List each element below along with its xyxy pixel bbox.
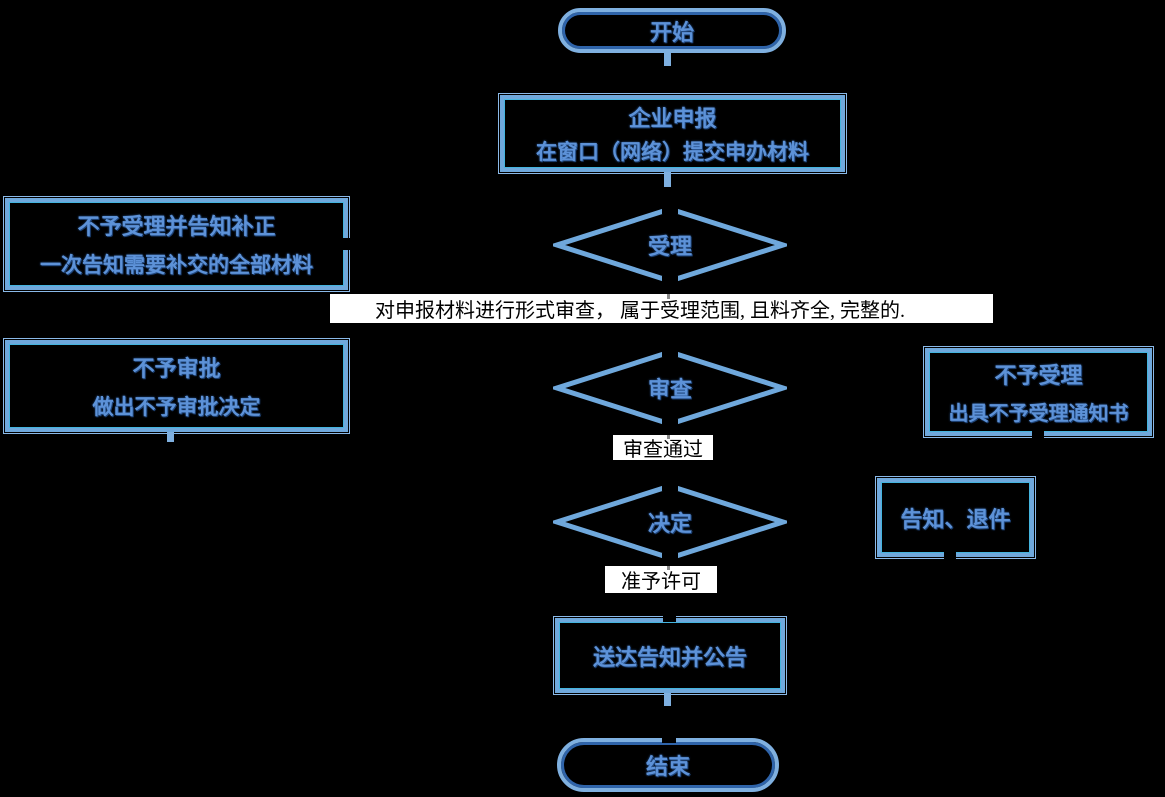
start-terminator: 开始 (558, 8, 786, 53)
no-approve-box: 不予审批 做出不予审批决定 (5, 340, 348, 432)
accept-note-strip: 对申报材料进行形式审查， 属于受理范围, 且料齐全, 完整的. (330, 294, 993, 323)
review-pass-text: 审查通过 (623, 439, 703, 461)
no-approve-line1: 不予审批 (132, 356, 221, 382)
notify-return-bottom-notch (944, 551, 956, 563)
review-pass-strip: 审查通过 (613, 435, 713, 461)
review-diamond: 审查 (548, 348, 792, 428)
no-accept-line1: 不予受理 (994, 363, 1083, 389)
reject-correct-line1: 不予受理并告知补正 (77, 214, 276, 240)
start-label: 开始 (649, 19, 694, 45)
deliver-box: 送达告知并公告 (555, 618, 785, 693)
decide-diamond-shape (548, 482, 792, 562)
end-label: 结束 (645, 754, 690, 779)
connector-tick (667, 566, 670, 570)
connector-start-declare (664, 53, 671, 66)
end-terminator: 结束 (557, 738, 779, 792)
connector-tick (667, 294, 670, 299)
end-top-notch (662, 735, 676, 743)
connector-declare-accept (664, 172, 671, 187)
no-accept-line2: 出具不予受理通知书 (948, 402, 1129, 425)
deliver-line1: 送达告知并公告 (592, 644, 747, 670)
connector-deliver-end (664, 693, 671, 706)
no-accept-box: 不予受理 出具不予受理通知书 (925, 348, 1152, 436)
deliver-top-notch (663, 613, 676, 622)
no-approve-line2: 做出不予审批决定 (92, 394, 261, 419)
reject-correct-line2: 一次告知需要补交的全部材料 (40, 252, 313, 277)
accept-note-text: 对申报材料进行形式审查， 属于受理范围, 且料齐全, 完整的. (375, 300, 905, 322)
permit-text: 准予许可 (621, 571, 701, 593)
review-diamond-label: 审查 (647, 377, 692, 402)
decide-diamond: 决定 (548, 482, 792, 562)
accept-diamond-shape (548, 205, 792, 285)
reject-correct-box: 不予受理并告知补正 一次告知需要补交的全部材料 (5, 198, 348, 290)
accept-diamond-label: 受理 (647, 234, 692, 259)
no-accept-bottom-notch (1032, 430, 1044, 442)
decide-diamond-label: 决定 (647, 511, 692, 536)
declare-line1: 企业申报 (628, 106, 717, 132)
notify-return-box: 告知、退件 (877, 478, 1034, 557)
declare-line2: 在窗口（网络）提交申办材料 (536, 139, 809, 164)
connector-tick (667, 435, 670, 439)
accept-diamond: 受理 (548, 205, 792, 285)
review-diamond-shape (548, 348, 792, 428)
reject-correct-right-notch (341, 238, 353, 250)
notify-return-line1: 告知、退件 (900, 506, 1011, 532)
connector-no-approve-down (167, 432, 174, 442)
permit-strip: 准予许可 (605, 566, 717, 593)
declare-box: 企业申报 在窗口（网络）提交申办材料 (500, 95, 845, 172)
